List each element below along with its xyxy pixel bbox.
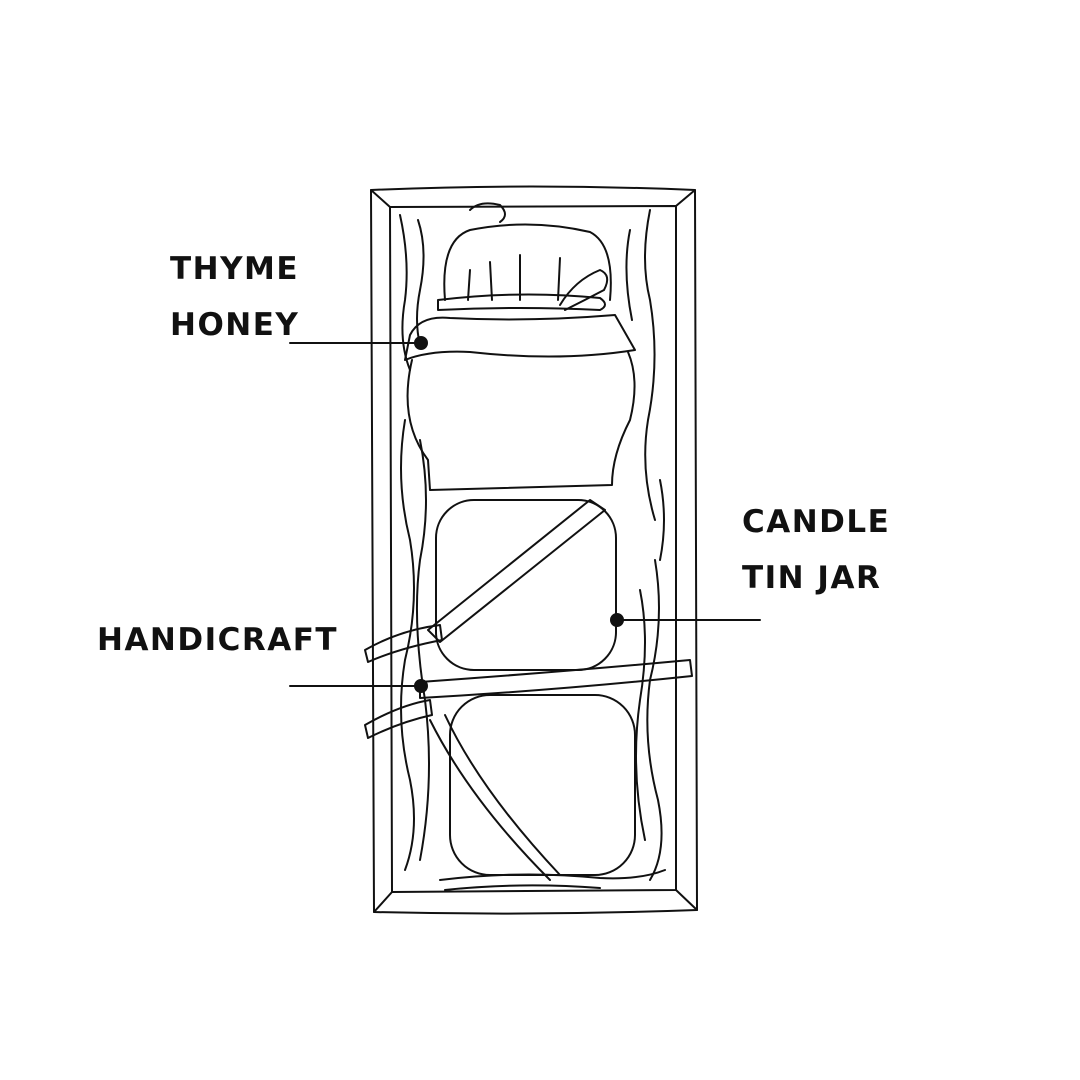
candle-tin-jar-label: CANDLE TIN JAR [742, 494, 890, 606]
thyme-honey-label-line1: THYME [170, 251, 300, 287]
straw-filler [399, 209, 666, 891]
honey-jar-lid [443, 223, 612, 301]
handicraft-label: HANDICRAFT [97, 612, 338, 668]
handicraft-label-line1: HANDICRAFT [97, 622, 339, 658]
honey-jar-band [437, 293, 606, 311]
handicraft-strap-horizontal [419, 659, 693, 699]
box-outer-frame [370, 185, 698, 915]
thyme-honey-marker [414, 336, 428, 350]
candle-tin-jar-label-line2: TIN JAR [742, 560, 882, 596]
handicraft-strap-diagonal [427, 499, 606, 643]
handicraft-marker [414, 679, 428, 693]
candle-tin-jar-bottom [449, 694, 636, 876]
thyme-honey-label: THYME HONEY [170, 241, 299, 353]
thyme-honey-label-line2: HONEY [170, 307, 300, 343]
honey-jar-collar [404, 314, 636, 361]
candle-tin-jar-label-line1: CANDLE [742, 504, 891, 540]
box-corner-lines [370, 189, 698, 913]
honey-jar-body [406, 351, 636, 491]
candle-tin-jar-top [435, 499, 617, 671]
candle-tin-jar-marker [610, 613, 624, 627]
